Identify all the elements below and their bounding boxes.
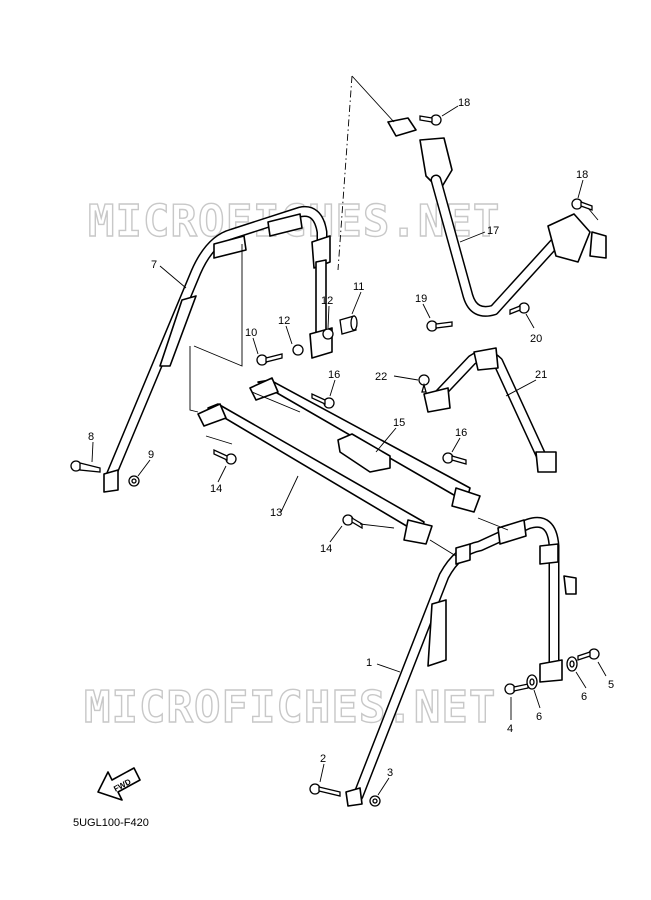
callout-16-a: 16 <box>328 369 340 381</box>
fwd-arrow-icon: FWD <box>97 767 141 801</box>
watermark-bottom: MICROFICHES.NET <box>84 682 496 733</box>
diagram-code: 5UGL100-F420 <box>73 817 149 829</box>
part-1-front-hoop <box>345 516 577 807</box>
callout-21: 21 <box>535 369 547 381</box>
leader-lines <box>91 105 607 796</box>
callout-10: 10 <box>245 327 257 339</box>
callout-6-a: 6 <box>581 691 587 703</box>
callout-3: 3 <box>387 767 393 779</box>
part-21-lower-brace <box>423 347 557 473</box>
callout-18-b: 18 <box>576 169 588 181</box>
callout-13: 13 <box>270 507 282 519</box>
callout-5: 5 <box>608 679 614 691</box>
callout-labels: 1 2 3 4 5 6 6 7 8 9 10 11 12 12 13 14 14… <box>88 97 614 779</box>
callout-16-b: 16 <box>455 427 467 439</box>
part-13-crossbar <box>197 403 433 545</box>
callout-15: 15 <box>393 417 405 429</box>
callout-1: 1 <box>366 657 372 669</box>
callout-20: 20 <box>530 333 542 345</box>
callout-22: 22 <box>375 371 387 383</box>
callout-14-b: 14 <box>320 543 332 555</box>
part-17-upper-brace <box>387 117 607 317</box>
callout-7: 7 <box>151 259 157 271</box>
part-12-strut <box>292 259 334 359</box>
part-15-crossbar <box>249 377 481 513</box>
part-7-rear-hoop <box>103 205 331 493</box>
assembly-guides <box>189 75 599 557</box>
callout-17: 17 <box>487 225 499 237</box>
callout-11: 11 <box>353 281 364 293</box>
callout-18-a: 18 <box>458 97 470 109</box>
callout-4: 4 <box>507 723 513 735</box>
fasteners <box>70 114 600 807</box>
callout-12-a: 12 <box>278 315 290 327</box>
callout-6-b: 6 <box>536 711 542 723</box>
callout-19: 19 <box>415 293 427 305</box>
callout-8: 8 <box>88 431 94 443</box>
callout-12-b: 12 <box>321 295 333 307</box>
callout-2: 2 <box>320 753 326 765</box>
callout-9: 9 <box>148 449 154 461</box>
callout-14-a: 14 <box>210 483 222 495</box>
